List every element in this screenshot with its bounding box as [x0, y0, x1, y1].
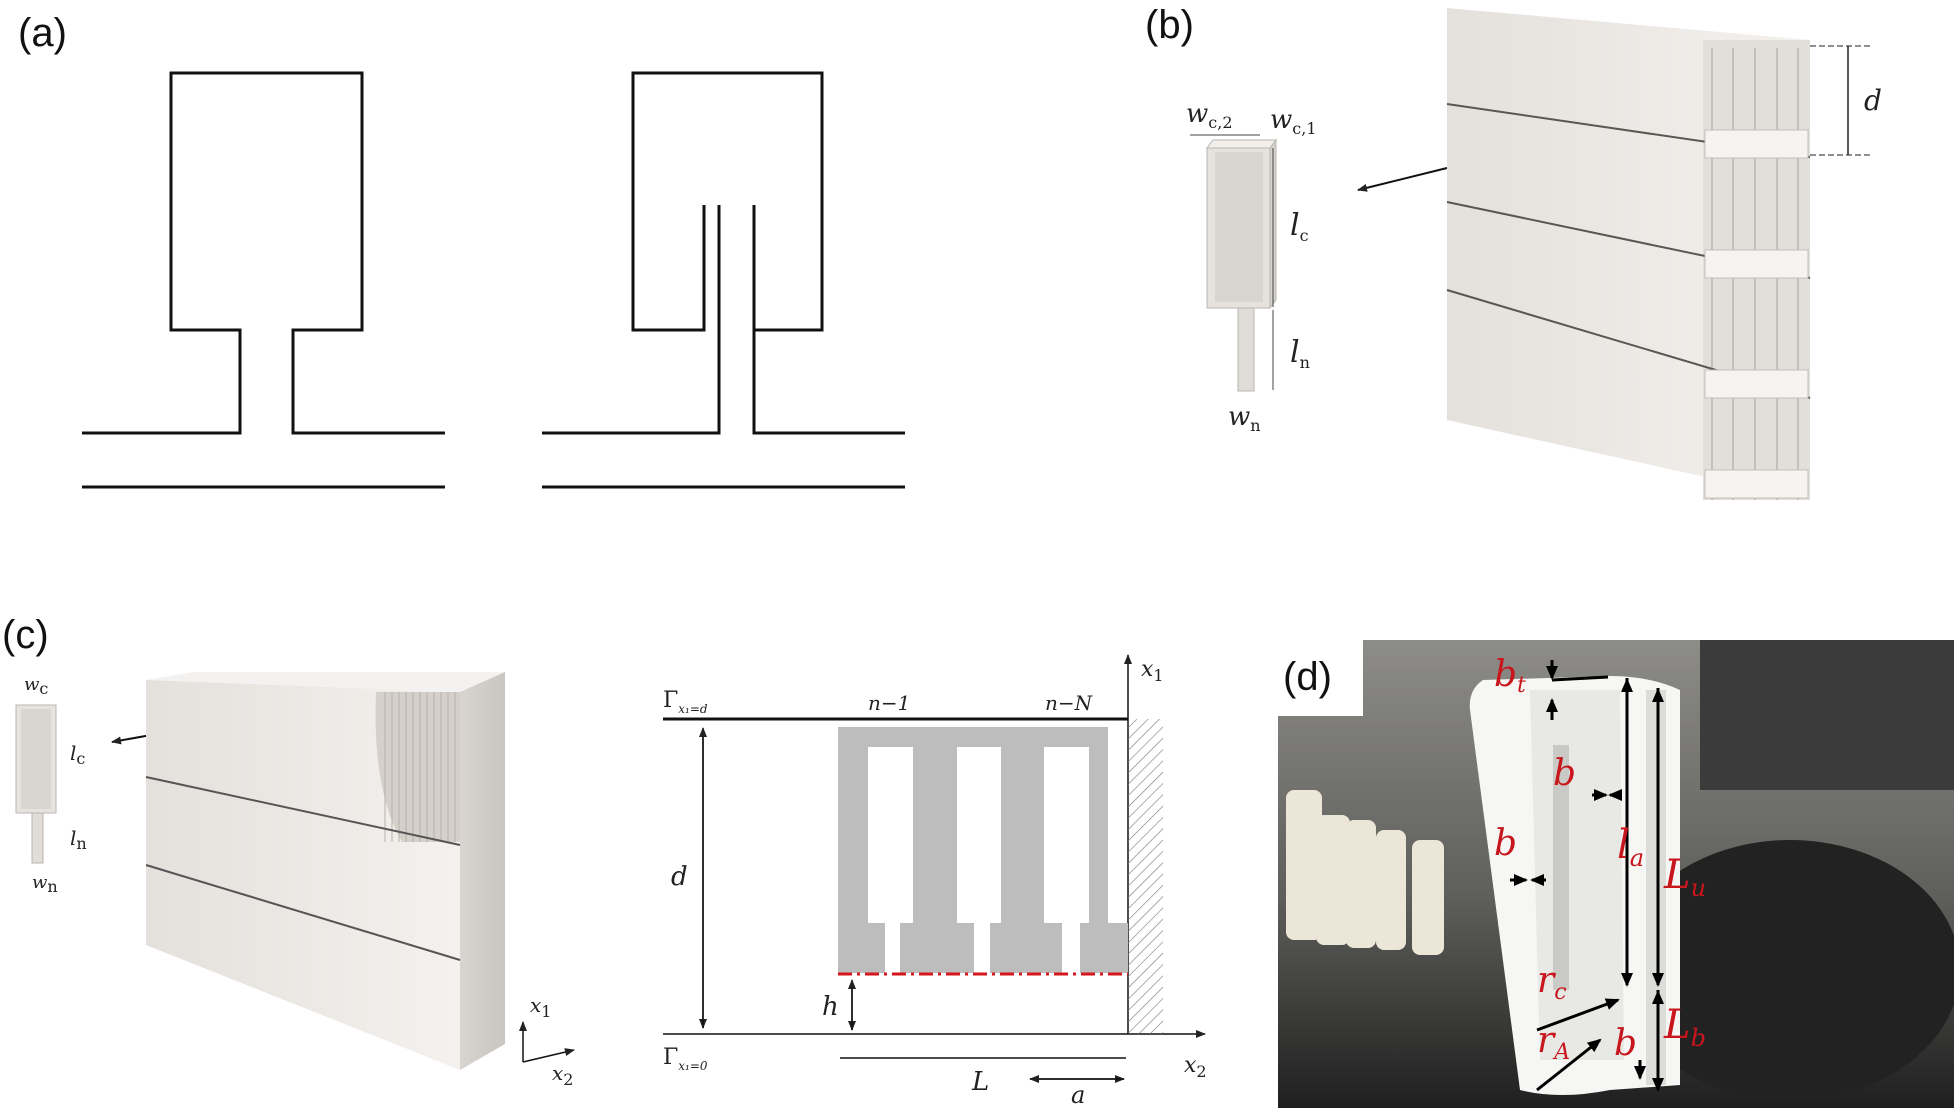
annot-bt: bt	[1494, 654, 1526, 698]
dim-lc: lc	[1290, 208, 1309, 245]
annot-Lb: Lb	[1663, 1002, 1706, 1052]
label-a: a	[1071, 1081, 1085, 1108]
gamma-bottom: Γx₁=0	[663, 1045, 708, 1073]
inset-wc: wc	[24, 674, 48, 698]
dim-ln: ln	[1290, 335, 1310, 372]
inset-lc: lc	[70, 741, 85, 768]
panel-a: (a)	[18, 11, 905, 489]
label-d: d	[671, 862, 688, 892]
label-n-last: n−N	[1045, 691, 1094, 715]
dim-d-b: d	[1864, 84, 1882, 117]
inset-ln: ln	[70, 826, 87, 853]
panel-b: (b) wc,2 wc,1 lc ln wn	[1145, 3, 1882, 500]
panel-d: (d) bt b b la Lu rc rA b Lb	[1278, 640, 1954, 1108]
annot-rA: rA	[1537, 1020, 1570, 1065]
annot-b-base: b	[1614, 1023, 1637, 1064]
annot-b-wall: b	[1494, 823, 1517, 864]
annot-rc: rc	[1537, 960, 1567, 1005]
label-h: h	[822, 992, 839, 1022]
label-n-first: n−1	[868, 691, 910, 715]
panel-c-label: (c)	[2, 613, 49, 657]
inset-wn: wn	[32, 872, 58, 896]
dark-equipment-top	[1700, 640, 1954, 790]
dark-equipment	[1620, 840, 1954, 1100]
axis-x1-label: x1	[1141, 657, 1164, 685]
annot-Lu: Lu	[1663, 852, 1706, 902]
rigid-wall-hatch	[1128, 719, 1163, 1034]
label-L: L	[971, 1067, 989, 1097]
slab-stack-b	[1446, 8, 1811, 500]
panel-d-label: (d)	[1283, 655, 1332, 699]
resonator-left-outline	[82, 71, 445, 435]
pointer-arrow-b	[1357, 167, 1448, 192]
label-patch	[1278, 640, 1363, 716]
dim-wc2: wc,2	[1186, 99, 1233, 132]
gamma-top: Γx₁=d	[663, 688, 708, 716]
unit-cell-b	[1206, 138, 1277, 392]
axis3d-x1-label: x1	[530, 993, 551, 1021]
resonator-right-outline	[542, 71, 905, 435]
axis-x2-label: x2	[1184, 1053, 1207, 1081]
annot-la: la	[1617, 822, 1644, 872]
resonator-array	[838, 727, 1128, 973]
annot-b-inner: b	[1553, 753, 1576, 794]
panel-a-label: (a)	[18, 11, 67, 55]
background-cylinders	[1286, 790, 1444, 955]
panel-c: (c) wc lc ln wn	[2, 613, 1207, 1108]
dim-wn: wn	[1228, 402, 1261, 435]
dim-wc1: wc,1	[1270, 105, 1317, 138]
unit-cell-c	[15, 704, 57, 864]
panel-b-label: (b)	[1145, 3, 1194, 47]
slab-c	[145, 672, 505, 1070]
schematic-c	[663, 654, 1206, 1083]
photo-dimension-arrows	[1510, 660, 1664, 1092]
axis3d-x2	[522, 1048, 575, 1063]
axis3d-x2-label: x2	[552, 1061, 573, 1089]
